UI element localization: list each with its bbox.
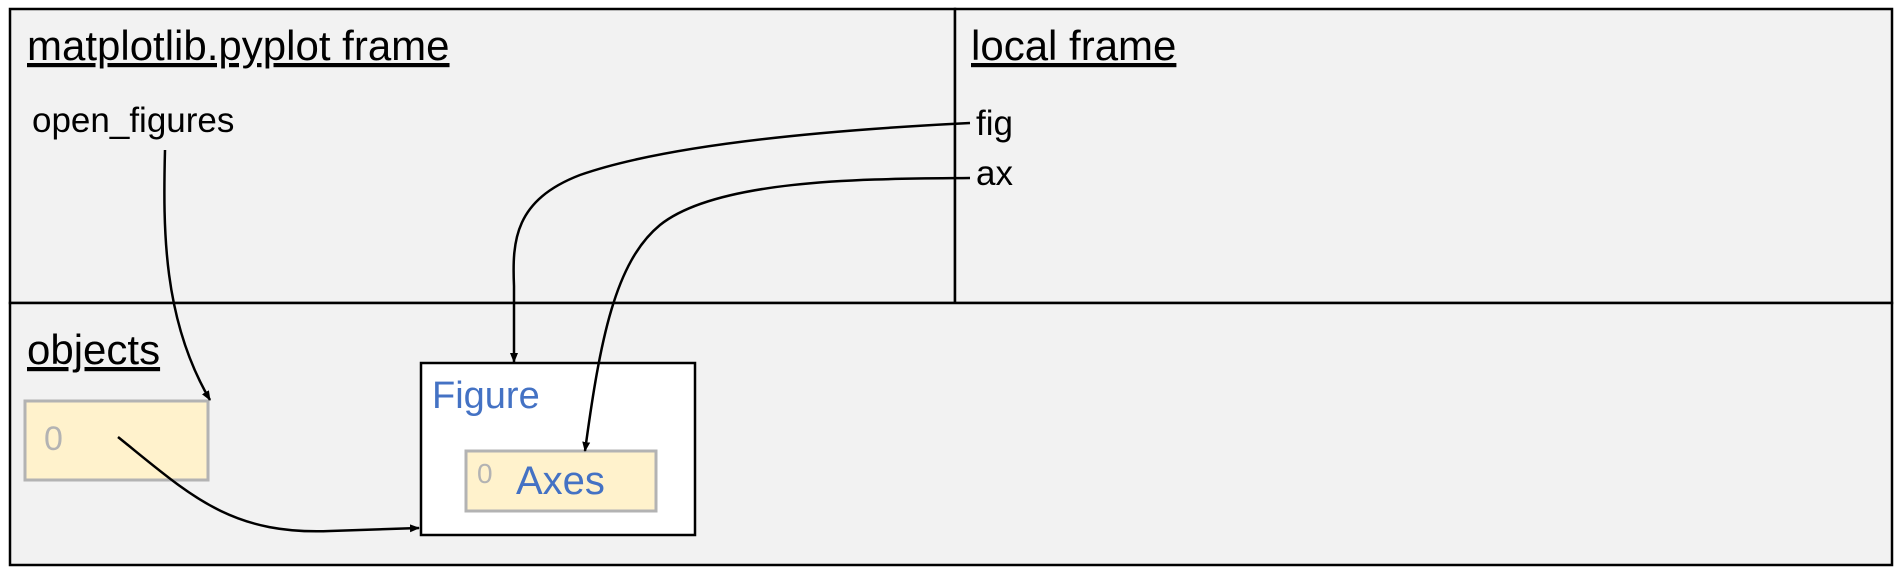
list-index-label: 0 [44, 420, 63, 458]
local-frame-title: local frame [971, 22, 1176, 69]
variable-ax: ax [976, 154, 1013, 193]
arrow-list-item-to-figure [117, 436, 420, 533]
axes-label: Axes [516, 459, 605, 503]
axes-list-index-label: 0 [477, 458, 493, 489]
arrow-fig-to-figure [510, 121, 971, 363]
axes-list [464, 449, 658, 513]
local-frame-panel [953, 7, 1894, 305]
arrow-open-figures-to-list [163, 149, 212, 401]
variable-open-figures: open_figures [32, 101, 234, 140]
arrow-ax-to-axes [582, 176, 971, 452]
variable-fig: fig [976, 104, 1013, 143]
open-figures-list [23, 399, 210, 482]
objects-title: objects [27, 326, 160, 373]
objects-panel [8, 301, 1894, 567]
pyplot-frame-title: matplotlib.pyplot frame [27, 22, 450, 69]
figure-label: Figure [432, 375, 540, 417]
